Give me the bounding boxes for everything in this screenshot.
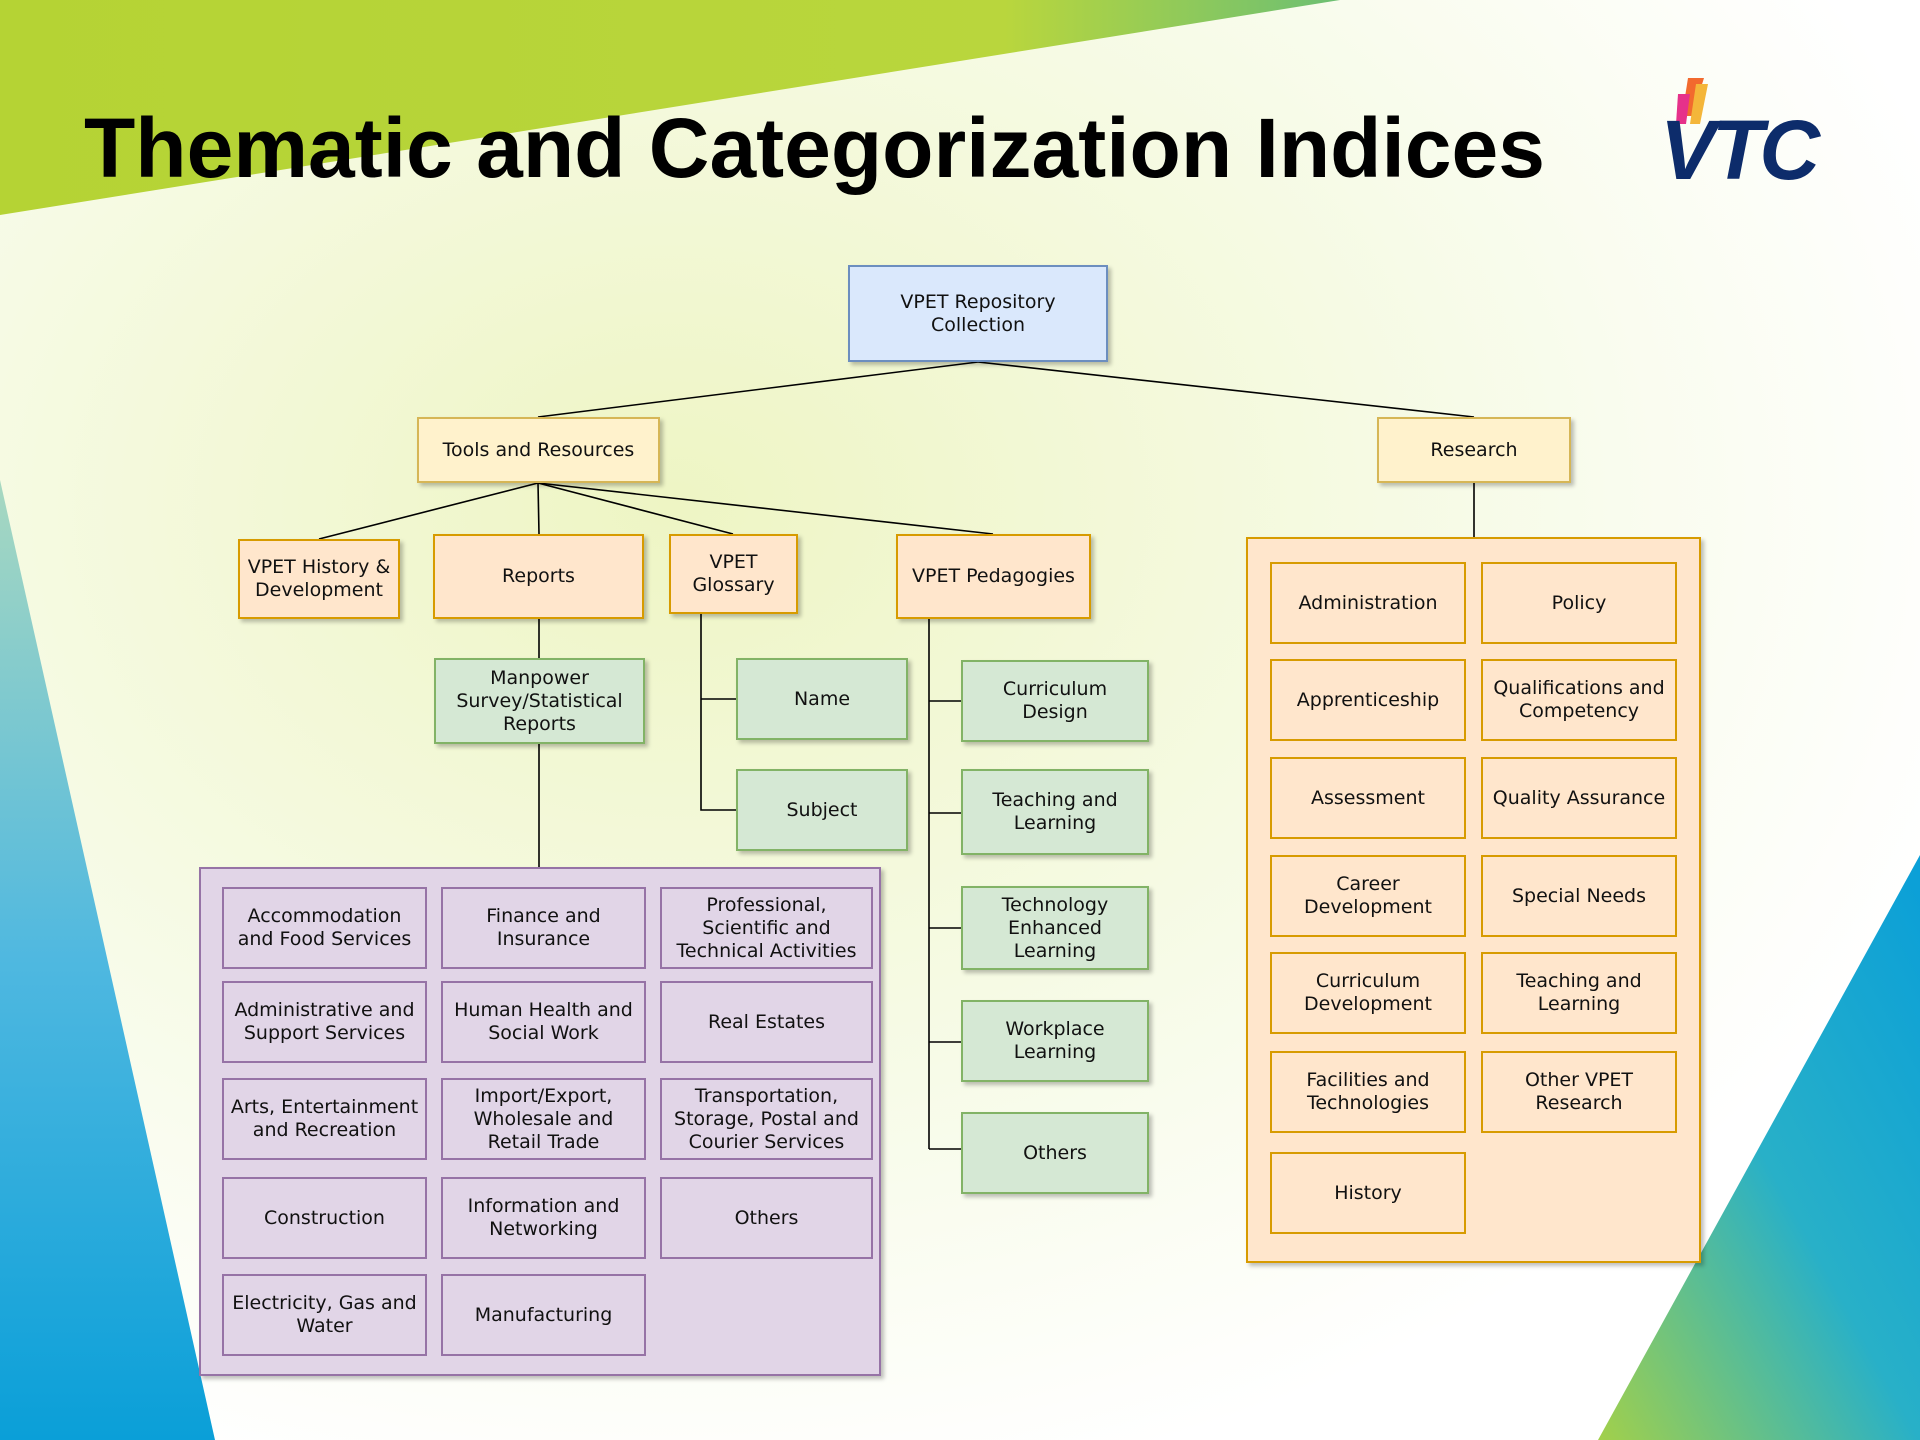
industry-item: Others [660, 1177, 873, 1259]
pedagogies-node: VPET Pedagogies [896, 534, 1091, 619]
pedagogy-item-curriculum-design: Curriculum Design [961, 660, 1149, 742]
history-node: VPET History & Development [238, 539, 400, 619]
manpower-reports-node: Manpower Survey/Statistical Reports [434, 658, 645, 744]
research-node: Research [1377, 417, 1571, 483]
research-item: Policy [1481, 562, 1677, 644]
industry-item: Human Health and Social Work [441, 981, 646, 1063]
glossary-node: VPET Glossary [669, 534, 798, 614]
pedagogy-item-teaching-learning: Teaching and Learning [961, 769, 1149, 855]
research-item: Apprenticeship [1270, 659, 1466, 741]
industry-item: Administrative and Support Services [222, 981, 427, 1063]
logo-text: VTC [1660, 103, 1820, 197]
research-item: Special Needs [1481, 855, 1677, 937]
reports-node: Reports [433, 534, 644, 619]
glossary-item-subject: Subject [736, 769, 908, 851]
industry-item: Real Estates [660, 981, 873, 1063]
pedagogy-item-technology-enhanced: Technology Enhanced Learning [961, 886, 1149, 970]
root-node: VPET Repository Collection [848, 265, 1108, 362]
page-title: Thematic and Categorization Indices [84, 101, 1545, 195]
research-item: Teaching and Learning [1481, 952, 1677, 1034]
tools-and-resources-node: Tools and Resources [417, 417, 660, 483]
industry-item: Professional, Scientific and Technical A… [660, 887, 873, 969]
research-item: Curriculum Development [1270, 952, 1466, 1034]
industry-item: Accommodation and Food Services [222, 887, 427, 969]
industry-item: Import/Export, Wholesale and Retail Trad… [441, 1078, 646, 1160]
research-item: Facilities and Technologies [1270, 1051, 1466, 1133]
research-item: Other VPET Research [1481, 1051, 1677, 1133]
research-item: Administration [1270, 562, 1466, 644]
industry-item: Electricity, Gas and Water [222, 1274, 427, 1356]
industry-item: Information and Networking [441, 1177, 646, 1259]
industry-item: Manufacturing [441, 1274, 646, 1356]
research-item: Qualifications and Competency [1481, 659, 1677, 741]
research-item: Quality Assurance [1481, 757, 1677, 839]
research-item: Assessment [1270, 757, 1466, 839]
vtc-logo: VTC [1656, 74, 1836, 197]
industry-item: Construction [222, 1177, 427, 1259]
industry-item: Arts, Entertainment and Recreation [222, 1078, 427, 1160]
pedagogy-item-others: Others [961, 1112, 1149, 1194]
research-item: History [1270, 1152, 1466, 1234]
industry-item: Transportation, Storage, Postal and Cour… [660, 1078, 873, 1160]
glossary-item-name: Name [736, 658, 908, 740]
pedagogy-item-workplace-learning: Workplace Learning [961, 1000, 1149, 1082]
research-item: Career Development [1270, 855, 1466, 937]
industry-item: Finance and Insurance [441, 887, 646, 969]
vtc-logo-mark [1676, 78, 1708, 124]
